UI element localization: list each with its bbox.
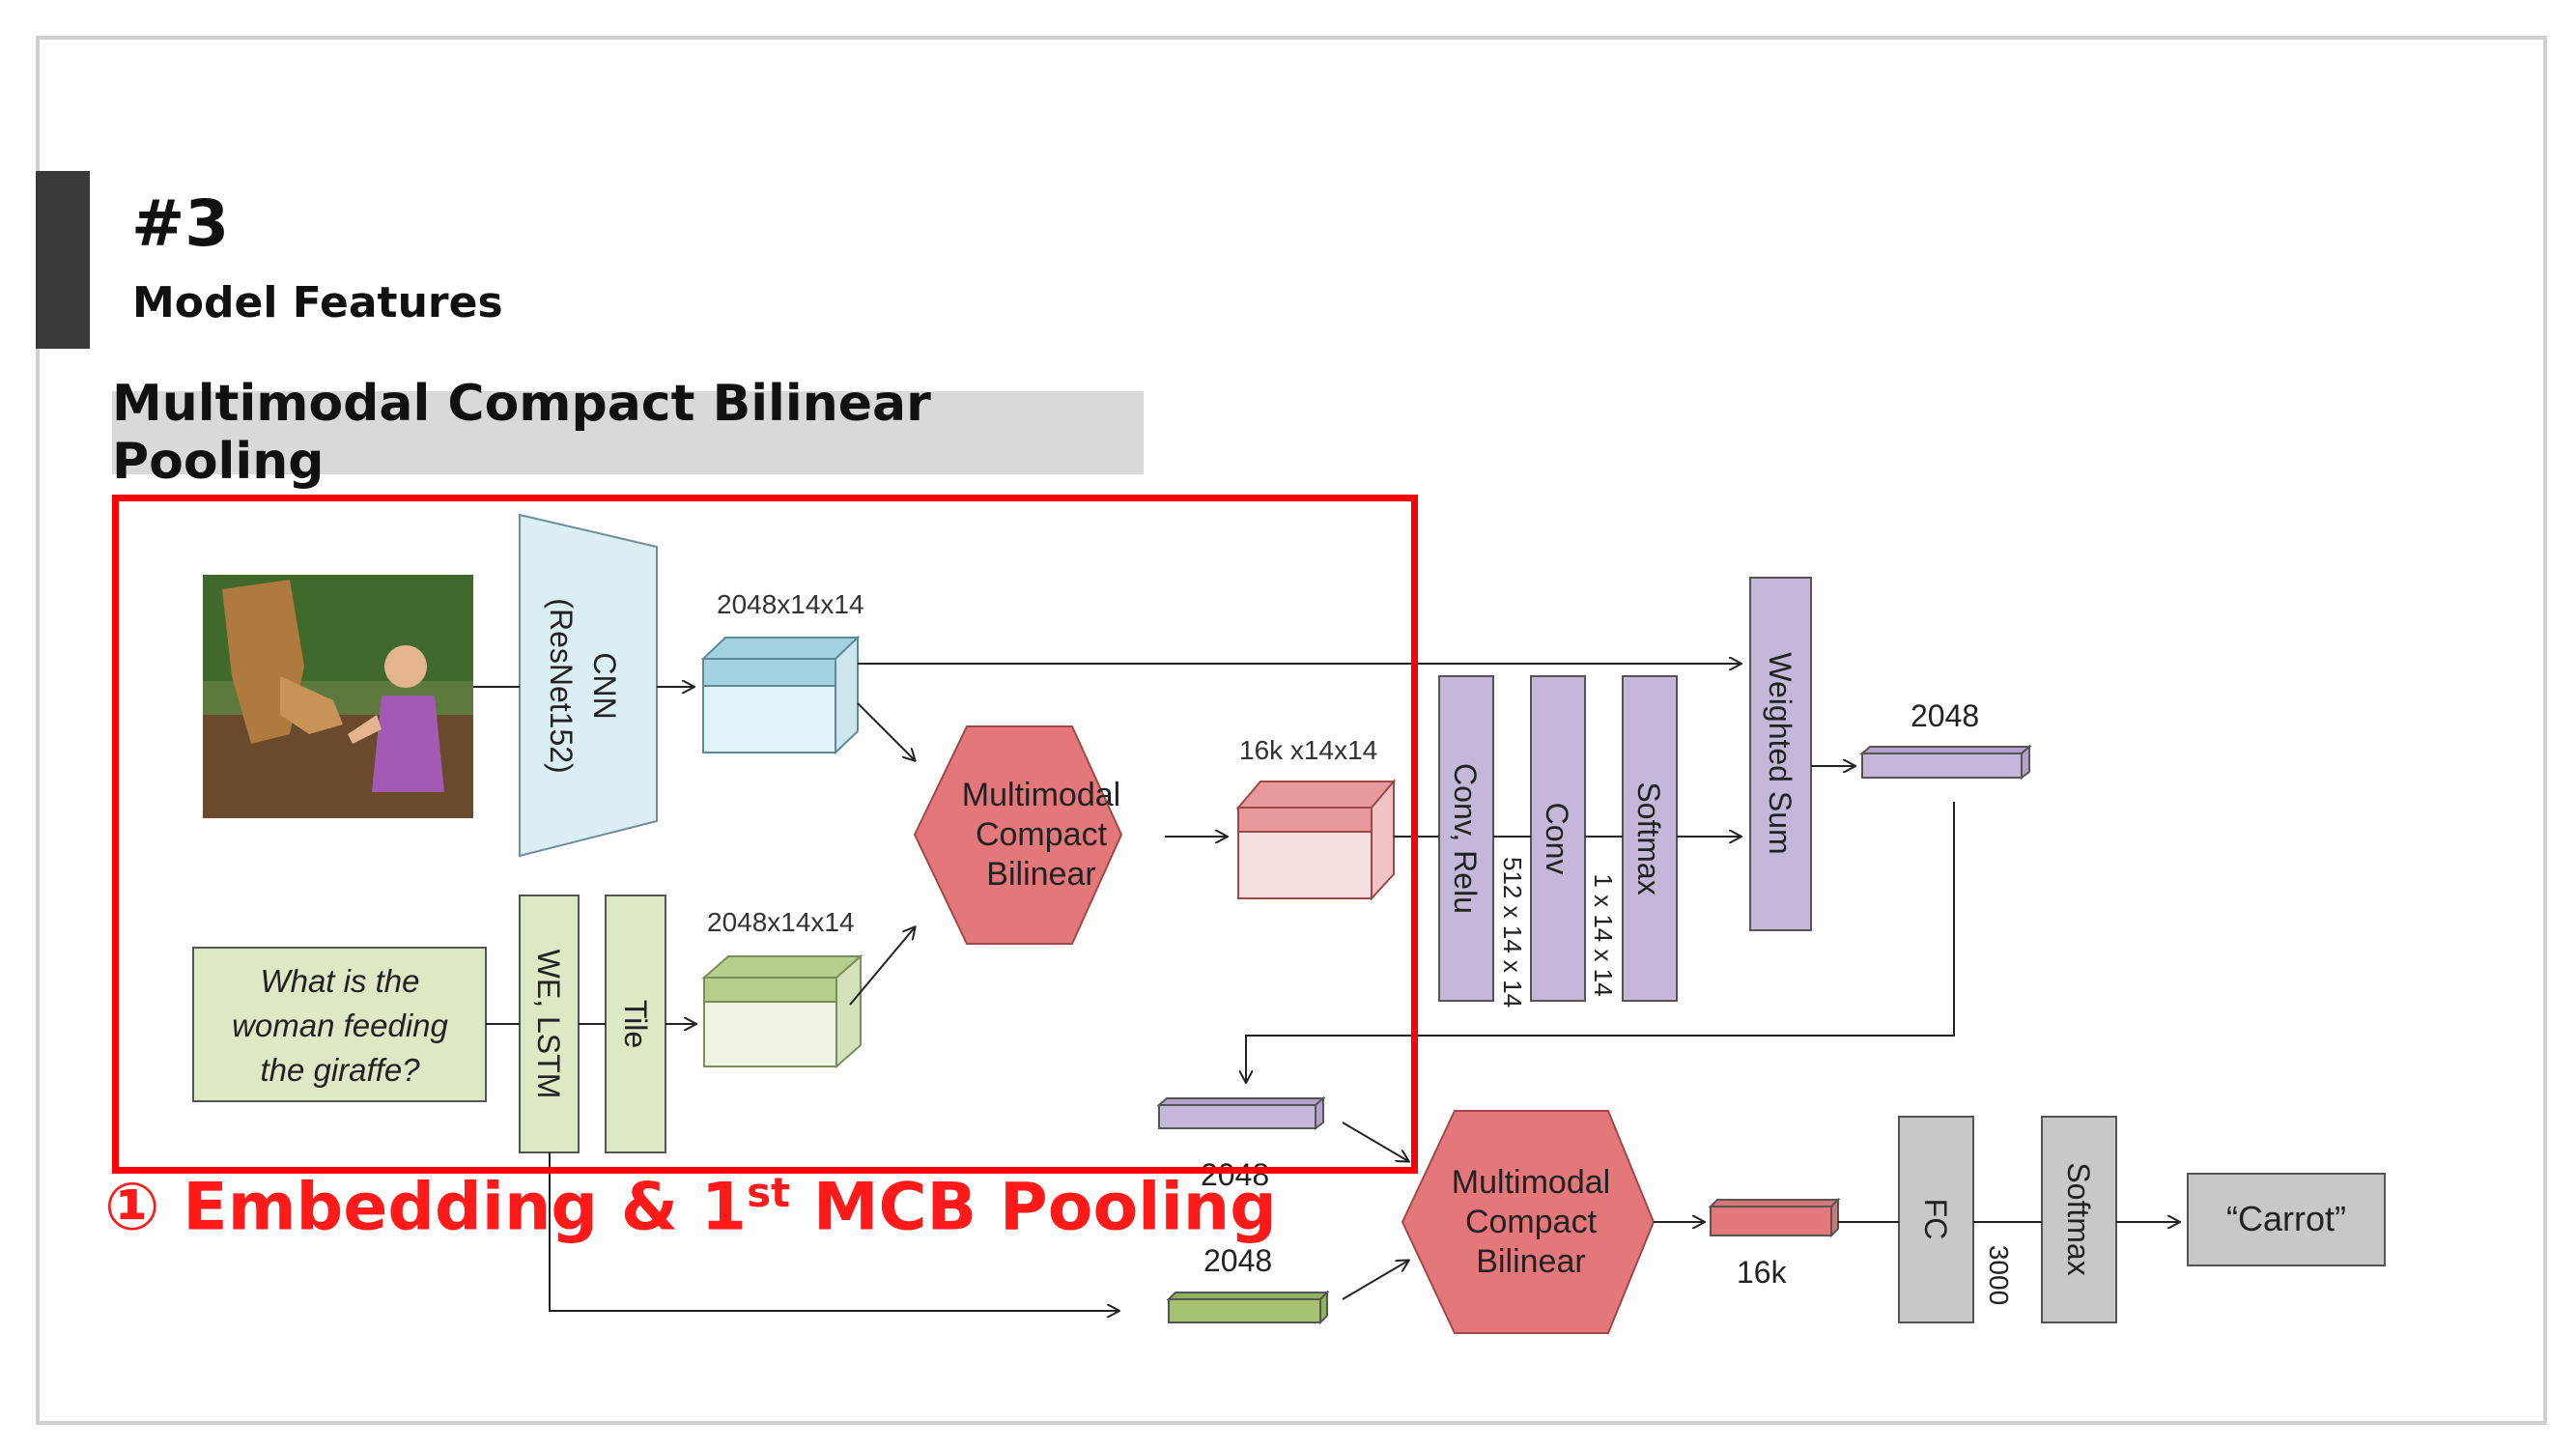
conv-dim: 1 x 14 x 14 bbox=[1589, 873, 1618, 996]
image-feature-dim: 2048x14x14 bbox=[717, 589, 864, 619]
slide-frame bbox=[36, 36, 2547, 1425]
mcb-2-output-dim: 16k bbox=[1737, 1255, 1788, 1290]
step-label-sup: st bbox=[747, 1169, 791, 1216]
question-vector-dim: 2048 bbox=[1203, 1243, 1272, 1278]
softmax-block-1 bbox=[1622, 675, 1678, 1002]
text-feature-cube bbox=[701, 953, 863, 1069]
cnn-label: CNN bbox=[587, 652, 622, 719]
softmax-2-label: Softmax bbox=[2061, 1162, 2096, 1275]
we-lstm-label: WE, LSTM bbox=[531, 950, 566, 1099]
softmax-block-2 bbox=[2041, 1116, 2117, 1323]
question-line-1: What is the bbox=[260, 963, 419, 999]
cnn-block bbox=[519, 513, 658, 858]
conv-label: Conv bbox=[1540, 803, 1574, 875]
slide-subtitle: Model Features bbox=[132, 278, 503, 327]
weighted-sum-label: Weighted Sum bbox=[1763, 652, 1798, 854]
softmax-1-label: Softmax bbox=[1631, 781, 1666, 895]
question-vector bbox=[1166, 1290, 1330, 1325]
mcb-block-1 bbox=[913, 725, 1123, 945]
we-lstm-block bbox=[519, 895, 580, 1153]
text-feature-dim: 2048x14x14 bbox=[707, 907, 855, 937]
question-line-3: the giraffe? bbox=[260, 1052, 420, 1088]
cnn-sublabel: (ResNet152) bbox=[544, 598, 579, 773]
conv-relu-block bbox=[1438, 675, 1494, 1002]
image-attended-vector bbox=[1156, 1095, 1326, 1130]
focus-highlight-box bbox=[112, 495, 1418, 1174]
mcb-output-cube bbox=[1235, 779, 1397, 901]
answer-text: “Carrot” bbox=[2226, 1199, 2346, 1238]
giraffe-photo bbox=[203, 575, 473, 818]
mcb-1-line-3: Bilinear bbox=[986, 856, 1095, 893]
step-label: ① Embedding & 1st MCB Pooling bbox=[104, 1169, 1277, 1246]
conv-relu-label: Conv, Relu bbox=[1448, 763, 1483, 914]
fc-dim: 3000 bbox=[1984, 1245, 2014, 1305]
tile-label: Tile bbox=[618, 1000, 653, 1048]
tile-block bbox=[605, 895, 666, 1153]
conv-relu-dim: 512 x 14 x 14 bbox=[1498, 857, 1527, 1008]
mcb-output-dim: 16k x14x14 bbox=[1239, 735, 1377, 765]
mcb-2-line-1: Multimodal bbox=[1452, 1164, 1610, 1201]
accent-bar bbox=[36, 171, 90, 349]
attended-vector bbox=[1859, 744, 2032, 780]
mcb-2-output-vector bbox=[1708, 1197, 1841, 1238]
answer-box bbox=[2187, 1173, 2386, 1266]
fc-label: FC bbox=[1918, 1199, 1953, 1240]
question-line-2: woman feeding bbox=[232, 1008, 448, 1043]
mcb-1-line-2: Compact bbox=[976, 816, 1108, 853]
slide-number: #3 bbox=[131, 186, 230, 261]
step-label-prefix: ① Embedding & 1 bbox=[104, 1169, 748, 1246]
step-label-suffix: MCB Pooling bbox=[790, 1169, 1277, 1246]
image-vector-dim: 2048 bbox=[1201, 1157, 1269, 1192]
connector-arrows bbox=[473, 664, 2179, 1311]
conv-block bbox=[1530, 675, 1586, 1002]
mcb-2-line-3: Bilinear bbox=[1476, 1243, 1585, 1280]
attended-vector-dim: 2048 bbox=[1911, 698, 1979, 733]
question-box bbox=[192, 947, 487, 1102]
fc-block bbox=[1898, 1116, 1974, 1323]
mcb-1-line-1: Multimodal bbox=[962, 777, 1120, 813]
image-feature-cube bbox=[700, 635, 861, 755]
weighted-sum-block bbox=[1749, 577, 1812, 931]
mcb-2-line-2: Compact bbox=[1465, 1204, 1598, 1240]
